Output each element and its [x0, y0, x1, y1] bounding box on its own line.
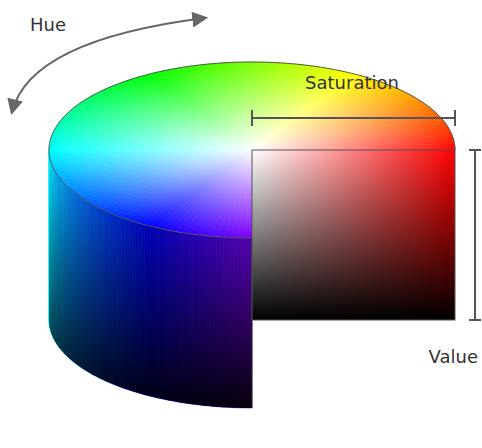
saturation-bracket: [252, 110, 455, 126]
axis-label: Hue: [30, 14, 66, 36]
value-gradient: [252, 150, 455, 320]
saturation-value-face: [252, 150, 455, 320]
axis-label: Value: [429, 346, 478, 368]
axis-label: Saturation: [305, 72, 399, 94]
saturation-gradient: [252, 150, 455, 320]
value-bracket: [469, 150, 481, 320]
